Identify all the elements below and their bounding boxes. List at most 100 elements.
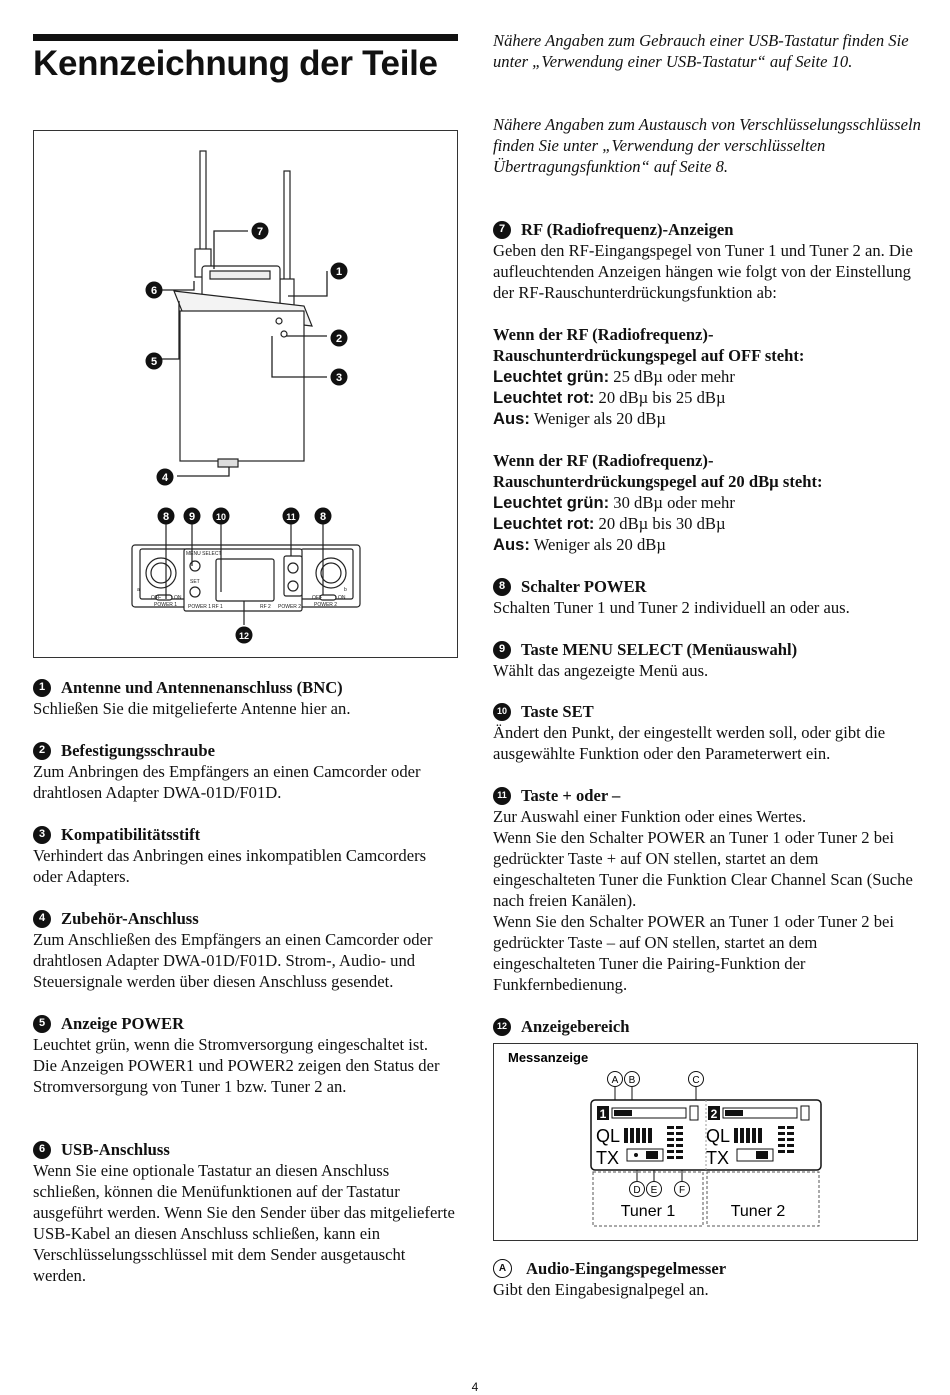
parts-figure: 1 2 3 4 5 6 7 MENU SELECT SET OFF — [33, 130, 458, 658]
panel-on-1: ON — [174, 595, 182, 601]
heading-10: Taste SET — [521, 702, 594, 721]
title-rule — [33, 34, 458, 41]
section-2: 2 Befestigungsschraube Zum Anbringen des … — [33, 740, 459, 803]
callout-A: A — [612, 1075, 619, 1086]
callout-10: 10 — [216, 512, 226, 522]
heading-1: Antenne und Antennenanschluss (BNC) — [61, 678, 343, 697]
badge-4: 4 — [33, 909, 51, 928]
section-9: 9 Taste MENU SELECT (Menüauswahl) Wählt d… — [493, 639, 921, 681]
antenna-right — [283, 170, 291, 282]
panel-rf1: RF 1 — [212, 604, 223, 610]
lcd-tx-2: TX — [706, 1148, 729, 1168]
callout-7: 7 — [257, 226, 263, 238]
badge-7: 7 — [493, 220, 511, 239]
badge-3: 3 — [33, 825, 51, 844]
panel-power2: POWER 2 — [278, 604, 301, 610]
badge-5: 5 — [33, 1014, 51, 1033]
callout-9: 9 — [189, 511, 195, 523]
leader-4 — [177, 467, 230, 477]
badge-9: 9 — [493, 640, 511, 659]
leader-3 — [271, 336, 327, 378]
heading-12: Anzeigebereich — [521, 1017, 630, 1036]
heading-2: Befestigungsschraube — [61, 741, 215, 760]
text-8: Schalten Tuner 1 und Tuner 2 individuell… — [493, 598, 850, 617]
text-2: Zum Anbringen des Empfängers an einen Ca… — [33, 762, 421, 802]
callout-1: 1 — [336, 266, 342, 278]
panel-off-2: OFF — [312, 595, 322, 601]
heading-6: USB-Anschluss — [61, 1140, 170, 1159]
callout-F: F — [679, 1185, 685, 1196]
heading-5: Anzeige POWER — [61, 1014, 185, 1033]
badge-11: 11 — [493, 786, 511, 805]
lcd-ql-2: QL — [706, 1126, 730, 1146]
text-11: Zur Auswahl einer Funktion oder eines We… — [493, 807, 807, 826]
text-11c: Wenn Sie den Schalter POWER an Tuner 1 o… — [493, 912, 895, 994]
heading-9: Taste MENU SELECT (Menüauswahl) — [521, 640, 798, 659]
panel-power1: POWER 1 — [188, 604, 211, 610]
panel-off-1: OFF — [151, 595, 161, 601]
panel-rf2: RF 2 — [260, 604, 271, 610]
panel-b: b — [344, 587, 347, 593]
heading-11: Taste + oder – — [521, 786, 621, 805]
heading-4: Zubehör-Anschluss — [61, 909, 199, 928]
section-4: 4 Zubehör-Anschluss Zum Anschließen des E… — [33, 908, 459, 992]
text-9: Wählt das angezeigte Menü aus. — [493, 661, 709, 680]
callout-E: E — [651, 1185, 658, 1196]
badge-2: 2 — [33, 741, 51, 760]
tuner-2-label: Tuner 2 — [731, 1203, 786, 1220]
antenna-left — [199, 150, 207, 252]
leader-5 — [162, 301, 180, 360]
badge-A: A — [493, 1259, 512, 1278]
callout-12: 12 — [239, 631, 249, 641]
text-1: Schließen Sie die mitgelieferte Antenne … — [33, 699, 351, 718]
leader-7 — [213, 230, 248, 269]
note-encryption: Nähere Angaben zum Austausch von Verschl… — [493, 115, 921, 176]
callout-D: D — [633, 1185, 640, 1196]
panel-on-2: ON — [338, 595, 346, 601]
heading-3: Kompatibilitätsstift — [61, 825, 201, 844]
panel-a: a — [137, 587, 140, 593]
callout-C: C — [692, 1075, 699, 1086]
leader-1 — [288, 271, 328, 297]
callout-5: 5 — [151, 356, 157, 368]
badge-8: 8 — [493, 577, 511, 596]
callout-4: 4 — [162, 472, 169, 484]
display-window — [215, 558, 275, 602]
callout-3: 3 — [336, 372, 342, 384]
section-12: 12 Anzeigebereich — [493, 1016, 921, 1037]
receiver-illustration: 1 2 3 4 5 6 7 MENU SELECT SET OFF — [131, 150, 361, 644]
note-usb-keyboard: Nähere Angaben zum Gebrauch einer USB-Ta… — [493, 31, 909, 71]
panel-power2-label: POWER 2 — [314, 602, 337, 608]
leader-6 — [162, 281, 195, 291]
callout-8a: 8 — [163, 511, 169, 523]
text-A: Gibt den Eingabesignalpegel an. — [493, 1280, 709, 1299]
text-10: Ändert den Punkt, der eingestellt werden… — [493, 723, 886, 763]
section-11: 11 Taste + oder – Zur Auswahl einer Funkt… — [493, 785, 921, 995]
panel-menu-select: MENU SELECT — [186, 551, 222, 557]
text-7: Geben den RF-Eingangspegel von Tuner 1 u… — [493, 241, 913, 302]
panel-set: SET — [190, 579, 200, 585]
lcd-tuner-1: 1 — [600, 1107, 607, 1121]
lcd-tuner-2: 2 — [711, 1107, 718, 1121]
badge-6: 6 — [33, 1140, 51, 1159]
panel-power1-label: POWER 1 — [154, 602, 177, 608]
text-11b: Wenn Sie den Schalter POWER an Tuner 1 o… — [493, 828, 913, 910]
tuner-1-label: Tuner 1 — [621, 1203, 676, 1220]
rf-off-block: Wenn der RF (Radiofrequenz)- Rauschunter… — [493, 325, 805, 428]
badge-12: 12 — [493, 1017, 511, 1036]
text-5b: Die Anzeigen POWER1 und POWER2 zeigen de… — [33, 1056, 440, 1096]
badge-1: 1 — [33, 678, 51, 697]
section-1: 1 Antenne und Antennenanschluss (BNC) Sch… — [33, 677, 459, 719]
meter-figure: Messanzeige A B C D E F 1 QL TX — [493, 1043, 918, 1241]
lcd-ql-1: QL — [596, 1126, 620, 1146]
heading-7: RF (Radiofrequenz)-Anzeigen — [521, 220, 734, 239]
callout-B: B — [629, 1075, 636, 1086]
callout-11: 11 — [286, 512, 296, 522]
text-5: Leuchtet grün, wenn die Stromversorgung … — [33, 1035, 429, 1054]
text-4: Zum Anschließen des Empfängers an einen … — [33, 930, 433, 991]
